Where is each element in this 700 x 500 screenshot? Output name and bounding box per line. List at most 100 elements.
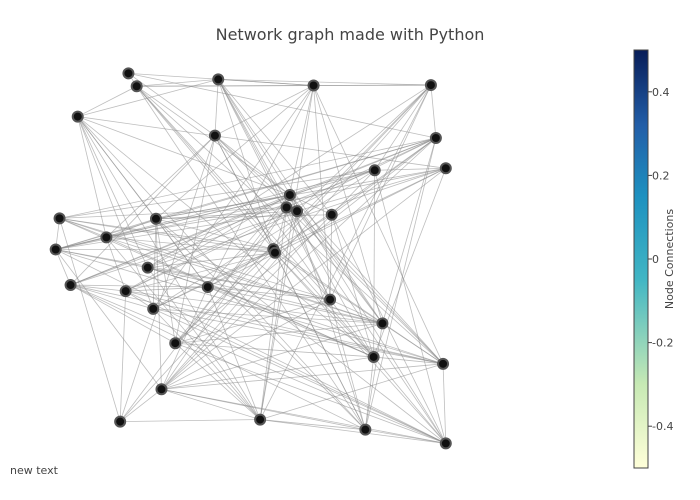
colorbar-tick-label: 0.4: [652, 86, 670, 99]
node-point[interactable]: [169, 337, 182, 350]
node-point[interactable]: [280, 201, 293, 214]
edge-line: [55, 137, 436, 250]
edge-line: [217, 79, 287, 208]
node-point[interactable]: [141, 261, 154, 274]
node-point[interactable]: [376, 317, 389, 330]
node-point[interactable]: [424, 79, 437, 92]
edge-line: [289, 194, 332, 216]
edge-line: [161, 363, 444, 390]
edge-line: [119, 135, 216, 422]
edge-line: [174, 84, 432, 344]
edge-line: [59, 137, 436, 219]
edge-line: [55, 236, 107, 250]
node-point[interactable]: [437, 357, 450, 370]
node-point[interactable]: [155, 383, 168, 396]
node-point[interactable]: [268, 246, 281, 259]
edge-line: [119, 194, 291, 422]
edge-line: [77, 116, 261, 420]
node-point[interactable]: [367, 350, 380, 363]
nodes-layer: [49, 67, 452, 450]
node-point[interactable]: [122, 67, 135, 80]
edge-line: [274, 137, 437, 254]
node-point[interactable]: [307, 79, 320, 92]
edge-line: [70, 210, 298, 286]
edge-line: [296, 167, 446, 212]
node-point[interactable]: [283, 188, 296, 201]
node-point[interactable]: [71, 110, 84, 123]
colorbar: [633, 49, 649, 469]
edge-line: [207, 286, 261, 420]
edge-line: [106, 218, 157, 238]
node-point[interactable]: [201, 281, 214, 294]
edge-line: [125, 290, 446, 444]
node-point[interactable]: [130, 80, 143, 93]
node-point[interactable]: [53, 212, 66, 225]
edge-line: [155, 218, 274, 250]
edge-line: [289, 194, 444, 365]
edges-layer: [55, 72, 447, 444]
node-point[interactable]: [64, 279, 77, 292]
edge-line: [374, 84, 432, 171]
node-point[interactable]: [368, 164, 381, 177]
node-point[interactable]: [291, 205, 304, 218]
edge-line: [153, 169, 375, 310]
edge-line: [155, 85, 314, 220]
node-point[interactable]: [100, 231, 113, 244]
edge-line: [77, 116, 149, 268]
edge-line: [218, 79, 431, 86]
edge-line: [120, 419, 261, 422]
edge-line: [147, 267, 444, 365]
edge-line: [147, 267, 331, 300]
edge-line: [207, 194, 291, 288]
edge-line: [147, 267, 261, 420]
edge-line: [273, 84, 432, 250]
edge-line: [259, 363, 444, 420]
node-point[interactable]: [325, 208, 338, 221]
node-point[interactable]: [147, 302, 160, 315]
annotation-text: new text: [10, 464, 59, 477]
colorbar-ticks: 0.40.20-0.2-0.4: [648, 86, 673, 433]
edge-line: [125, 252, 276, 292]
edge-line: [59, 169, 375, 219]
edge-line: [77, 85, 137, 117]
edge-line: [207, 167, 446, 288]
edge-line: [55, 249, 446, 444]
edge-line: [59, 218, 383, 324]
node-point[interactable]: [208, 129, 221, 142]
node-point[interactable]: [149, 212, 162, 225]
edge-line: [77, 116, 291, 196]
edge-line: [59, 217, 274, 250]
node-point[interactable]: [119, 285, 132, 298]
edge-line: [207, 286, 374, 358]
node-point[interactable]: [49, 243, 62, 256]
node-point[interactable]: [324, 293, 337, 306]
edge-line: [214, 85, 314, 136]
node-point[interactable]: [254, 413, 267, 426]
edge-line: [153, 308, 444, 365]
node-point[interactable]: [439, 162, 452, 175]
colorbar-tick-label: -0.4: [652, 420, 673, 433]
edge-line: [59, 207, 287, 219]
edge-line: [153, 308, 446, 444]
edge-line: [136, 79, 219, 87]
edge-line: [161, 388, 446, 444]
node-point[interactable]: [359, 423, 372, 436]
edge-line: [289, 194, 383, 324]
edge-line: [364, 356, 375, 430]
edge-line: [175, 299, 331, 344]
node-point[interactable]: [114, 415, 127, 428]
edge-line: [313, 85, 331, 300]
node-point[interactable]: [439, 437, 452, 450]
edge-line: [70, 135, 216, 286]
edge-line: [152, 308, 261, 420]
edge-line: [70, 284, 366, 431]
edge-line: [59, 217, 276, 254]
node-point[interactable]: [429, 131, 442, 144]
node-point[interactable]: [212, 73, 225, 86]
edge-line: [125, 290, 383, 324]
edge-line: [136, 86, 274, 250]
edge-line: [77, 79, 219, 117]
edge-line: [77, 116, 446, 169]
edge-line: [147, 194, 291, 269]
